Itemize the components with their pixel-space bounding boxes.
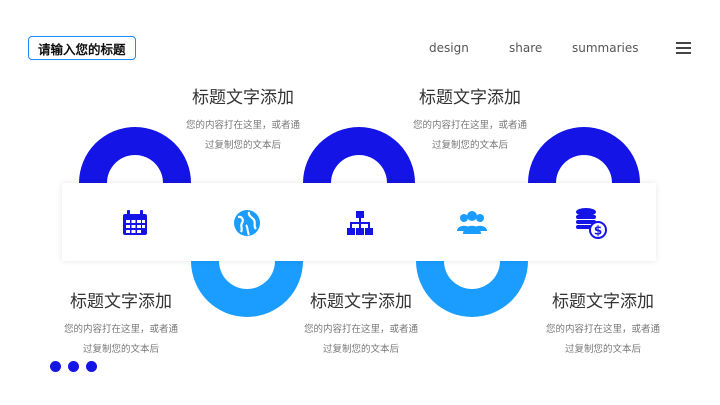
block-text-line2: 过复制您的文本后 xyxy=(431,140,508,151)
block-heading: 标题文字添加 xyxy=(552,292,654,312)
coins-dollar-icon: $ xyxy=(576,208,607,239)
decorative-dots xyxy=(50,357,104,376)
block-text-line2: 过复制您的文本后 xyxy=(564,344,641,355)
arc-bottom-2 xyxy=(416,261,528,317)
text-block-3: 标题文字添加 您的内容打在这里，或者通 过复制您的文本后 xyxy=(39,287,203,360)
menu-icon[interactable] xyxy=(676,42,691,54)
globe-icon xyxy=(234,210,260,236)
arc-top-2 xyxy=(303,127,415,183)
block-text-line2: 过复制您的文本后 xyxy=(82,344,159,355)
block-heading: 标题文字添加 xyxy=(70,292,172,312)
org-chart-icon xyxy=(347,211,373,235)
block-text-line1: 您的内容打在这里，或者通 xyxy=(185,120,300,131)
nav-share[interactable]: share xyxy=(509,41,543,55)
block-heading: 标题文字添加 xyxy=(192,88,294,108)
block-text-line1: 您的内容打在这里，或者通 xyxy=(303,324,418,335)
calendar-icon xyxy=(123,210,147,235)
arc-bottom-1 xyxy=(191,261,303,317)
users-icon xyxy=(457,211,487,234)
block-heading: 标题文字添加 xyxy=(419,88,521,108)
block-text-line1: 您的内容打在这里，或者通 xyxy=(412,120,527,131)
block-text-line1: 您的内容打在这里，或者通 xyxy=(545,324,660,335)
block-text-line1: 您的内容打在这里，或者通 xyxy=(63,324,178,335)
svg-text:$: $ xyxy=(594,224,602,238)
dot xyxy=(68,361,79,372)
text-block-1: 标题文字添加 您的内容打在这里，或者通 过复制您的文本后 xyxy=(161,83,325,156)
text-block-4: 标题文字添加 您的内容打在这里，或者通 过复制您的文本后 xyxy=(279,287,443,360)
block-text-line2: 过复制您的文本后 xyxy=(204,140,281,151)
page-title[interactable]: 请输入您的标题 xyxy=(28,36,136,60)
block-text-line2: 过复制您的文本后 xyxy=(322,344,399,355)
arc-top-3 xyxy=(528,127,640,183)
text-block-2: 标题文字添加 您的内容打在这里，或者通 过复制您的文本后 xyxy=(388,83,552,156)
nav-summaries[interactable]: summaries xyxy=(572,41,639,55)
text-block-5: 标题文字添加 您的内容打在这里，或者通 过复制您的文本后 xyxy=(521,287,685,360)
dot xyxy=(50,361,61,372)
dot xyxy=(86,361,97,372)
arc-top-1 xyxy=(79,127,191,183)
block-heading: 标题文字添加 xyxy=(310,292,412,312)
nav-design[interactable]: design xyxy=(429,41,469,55)
